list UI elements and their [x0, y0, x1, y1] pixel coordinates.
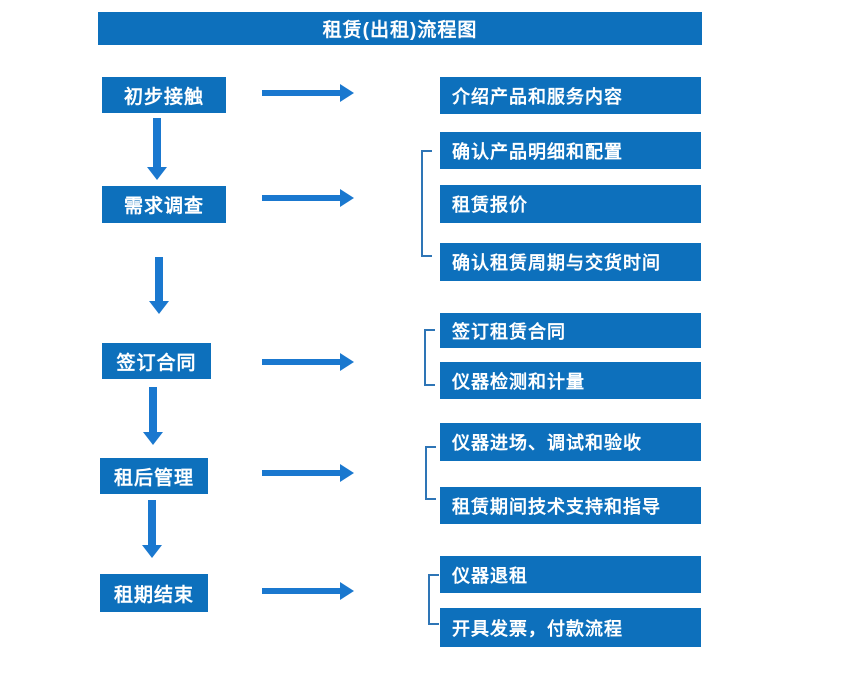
output-rental-quote: 租赁报价 [440, 185, 701, 223]
output-confirm-period-delivery: 确认租赁周期与交货时间 [440, 243, 701, 281]
arrow-right-icon [262, 359, 340, 365]
output-sign-lease-contract: 签订租赁合同 [440, 313, 701, 348]
output-instrument-testing: 仪器检测和计量 [440, 362, 701, 399]
stage-box-sign-contract: 签订合同 [102, 343, 211, 379]
stage-box-lease-end: 租期结束 [100, 574, 208, 612]
output-invoice-payment: 开具发票，付款流程 [440, 608, 701, 647]
output-tech-support: 租赁期间技术支持和指导 [440, 487, 701, 524]
arrow-down-icon [153, 118, 161, 167]
group-bracket [424, 329, 435, 386]
stage-box-initial-contact: 初步接触 [102, 77, 226, 113]
flowchart-title: 租赁(出租)流程图 [98, 12, 702, 45]
group-bracket [425, 446, 436, 500]
arrow-right-icon [262, 90, 340, 96]
stage-box-post-rental-management: 租后管理 [100, 458, 208, 494]
arrow-right-icon [262, 195, 340, 201]
group-bracket [421, 150, 432, 257]
arrow-right-icon [262, 470, 340, 476]
output-instrument-setup-acceptance: 仪器进场、调试和验收 [440, 423, 701, 461]
arrow-down-icon [149, 387, 157, 432]
stage-box-demand-survey: 需求调查 [102, 186, 226, 223]
output-instrument-return: 仪器退租 [440, 556, 701, 593]
arrow-right-icon [262, 588, 340, 594]
arrow-down-icon [155, 257, 163, 301]
group-bracket [428, 574, 439, 625]
output-introduce-products: 介绍产品和服务内容 [440, 77, 701, 114]
output-confirm-details-config: 确认产品明细和配置 [440, 132, 701, 169]
arrow-down-icon [148, 500, 156, 545]
